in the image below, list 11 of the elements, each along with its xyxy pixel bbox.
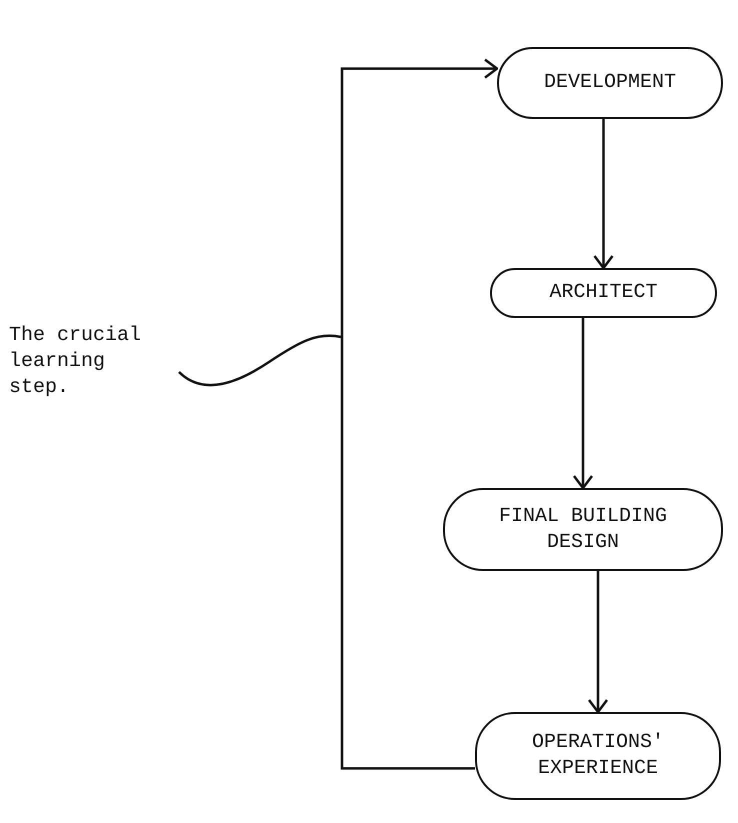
leader-line [178,334,342,386]
node-label: DEVELOPMENT [544,70,676,96]
arrow [593,119,614,270]
arrow [588,571,608,714]
annotation-text: The crucial learning step. [9,323,142,401]
process-pill [490,268,717,318]
arrow [340,58,498,770]
node-label: OPERATIONS' EXPERIENCE [530,730,666,782]
node-label: FINAL BUILDING DESIGN [498,504,668,556]
node-label: ARCHITECT [549,280,658,306]
arrow [572,318,594,490]
